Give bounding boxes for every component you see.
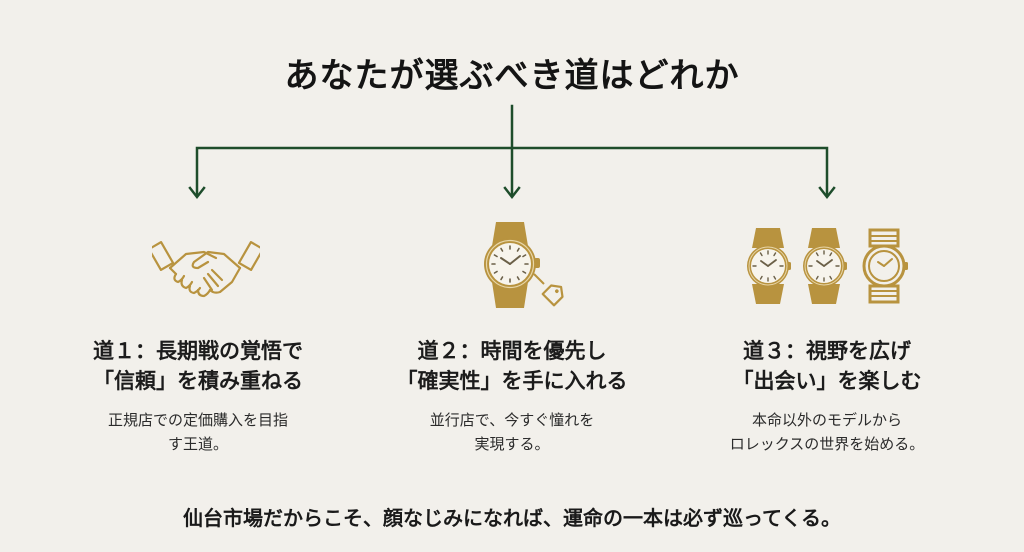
handshake-icon	[152, 241, 260, 298]
path-2-description: 並行店で、今すぐ憧れを 実現する。	[429, 411, 595, 453]
footer-message: 仙台市場だからこそ、顔なじみになれば、運命の一本は必ず巡ってくる。	[183, 506, 841, 530]
path-1-card: 道１：長期戦の覚悟で 「信頼」を積み重ねる 正規店での定価購入を目指 す王道。	[48, 336, 348, 456]
path-3-description: 本命以外のモデルから ロレックスの世界を始める。	[729, 411, 925, 453]
path-3-card: 道３：視野を広げ 「出会い」を楽しむ 本命以外のモデルから ロレックスの世界を始…	[677, 336, 977, 456]
path-2-heading: 道２：時間を優先し 「確実性」を手に入れる	[396, 339, 628, 393]
path-2-card: 道２：時間を優先し 「確実性」を手に入れる 並行店で、今すぐ憧れを 実現する。	[362, 336, 662, 456]
page-title: あなたが選ぶべき道はどれか	[284, 56, 740, 96]
path-1-heading: 道１：長期戦の覚悟で 「信頼」を積み重ねる	[93, 339, 303, 393]
path-3-heading: 道３：視野を広げ 「出会い」を楽しむ	[732, 339, 922, 393]
watch-price-tag-icon	[484, 222, 564, 308]
branch-arrows	[188, 104, 836, 200]
path-1-description: 正規店での定価購入を目指 す王道。	[107, 411, 288, 453]
three-watches-icon	[747, 227, 908, 305]
